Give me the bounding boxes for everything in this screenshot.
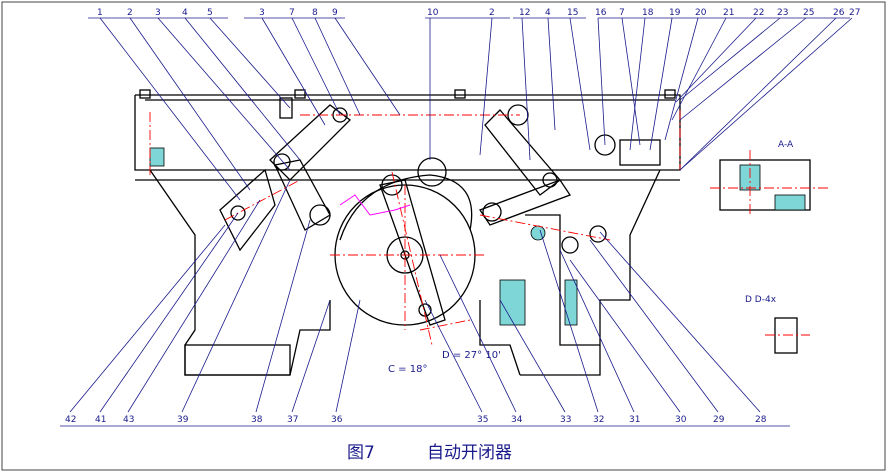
leader-top-16	[629, 17, 646, 151]
part-number-top-22: 25	[803, 8, 814, 18]
leader-top-1	[129, 17, 251, 191]
part-number-top-14: 16	[595, 8, 607, 18]
leader-top-17	[649, 17, 673, 151]
part-number-top-5: 3	[259, 8, 265, 18]
leader-top-20	[675, 17, 757, 103]
part-numbers-bottom: 42 41 43 39 38 37 36 35 34 33 32 31 30 29 28	[65, 415, 767, 425]
part-number-bottom-11: 31	[629, 415, 640, 425]
part-number-top-21: 23	[777, 8, 788, 18]
leader-top-22	[679, 17, 807, 121]
part-number-top-20: 22	[753, 8, 764, 18]
part-number-bottom-4: 38	[251, 415, 263, 425]
part-number-top-4: 5	[207, 8, 213, 18]
part-number-top-0: 1	[97, 8, 103, 18]
part-number-bottom-2: 43	[123, 415, 134, 425]
left-linkage	[219, 97, 351, 252]
leader-top-15	[621, 17, 641, 146]
part-number-top-12: 4	[545, 8, 551, 18]
part-number-bottom-5: 37	[287, 415, 298, 425]
center-arm	[379, 157, 447, 326]
part-number-top-11: 12	[519, 8, 530, 18]
part-number-top-6: 7	[289, 8, 295, 18]
leader-top-11	[521, 17, 531, 161]
leader-top-21	[679, 17, 781, 101]
leader-top-7	[314, 17, 361, 116]
angle-c-annotation: C = 18°	[388, 364, 427, 375]
part-number-top-8: 9	[332, 8, 338, 18]
housing-outline	[134, 89, 681, 376]
leader-bottom-12	[569, 259, 681, 413]
leader-top-14	[597, 17, 606, 146]
leader-bottom-9	[499, 299, 566, 413]
leader-top-4	[209, 17, 291, 109]
leader-bottom-0	[69, 224, 226, 413]
leader-bottom-6	[335, 299, 361, 413]
part-number-bottom-3: 39	[177, 415, 189, 425]
angle-d-annotation: D = 27° 10'	[442, 350, 501, 361]
leader-top-13	[569, 17, 591, 151]
part-number-bottom-10: 32	[593, 415, 604, 425]
leader-bottom-3	[181, 179, 291, 413]
leader-top-8	[334, 17, 401, 116]
leader-top-18	[664, 17, 699, 141]
leader-top-23	[679, 17, 837, 171]
leader-bottom-10	[539, 229, 599, 413]
leader-lines-top	[99, 17, 853, 201]
leader-bottom-13	[589, 239, 719, 413]
leader-top-0	[99, 17, 241, 201]
leader-top-10	[479, 17, 493, 156]
part-number-top-19: 21	[723, 8, 734, 18]
leader-top-19	[671, 17, 727, 121]
leader-top-3	[184, 17, 301, 161]
small-detail-label: D D-4x	[745, 295, 777, 305]
leader-bottom-1	[99, 212, 239, 413]
part-number-top-24: 27	[849, 8, 860, 18]
part-number-bottom-8: 34	[511, 415, 523, 425]
leader-bottom-5	[291, 299, 331, 413]
leader-bottom-7	[424, 299, 483, 413]
part-number-bottom-1: 41	[95, 415, 106, 425]
highlight-path	[339, 194, 411, 216]
part-number-top-18: 20	[695, 8, 707, 18]
part-number-top-9: 10	[427, 8, 439, 18]
part-number-bottom-7: 35	[477, 415, 488, 425]
figure-title: 自动开闭器	[427, 443, 512, 463]
part-number-top-1: 2	[127, 8, 133, 18]
leader-lines-bottom	[69, 179, 761, 413]
part-number-bottom-12: 30	[675, 415, 687, 425]
leader-bottom-8	[439, 254, 517, 413]
part-number-top-2: 3	[155, 8, 161, 18]
leader-top-2	[157, 17, 291, 171]
figure-number: 图7	[347, 443, 375, 463]
part-number-top-16: 18	[642, 8, 654, 18]
leader-top-24	[679, 17, 853, 171]
part-number-bottom-6: 36	[331, 415, 343, 425]
part-number-top-17: 19	[669, 8, 681, 18]
leader-top-12	[547, 17, 556, 131]
section-aa-label: A-A	[778, 140, 794, 150]
leader-bottom-4	[255, 219, 311, 413]
part-number-top-3: 4	[182, 8, 188, 18]
part-number-top-23: 26	[833, 8, 845, 18]
part-number-top-15: 7	[619, 8, 625, 18]
section-detail	[710, 150, 830, 354]
leader-bottom-11	[559, 249, 635, 413]
part-number-bottom-13: 29	[713, 415, 725, 425]
part-number-top-10: 2	[489, 8, 495, 18]
leader-bottom-2	[127, 199, 261, 413]
leader-top-5	[261, 17, 326, 126]
leader-bottom-14	[599, 231, 761, 413]
part-number-bottom-14: 28	[755, 415, 767, 425]
part-number-bottom-0: 42	[65, 415, 76, 425]
leader-top-6	[291, 17, 341, 116]
part-number-top-13: 15	[567, 8, 578, 18]
part-number-top-7: 8	[312, 8, 318, 18]
hatched-blocks	[149, 147, 600, 346]
part-number-bottom-9: 33	[560, 415, 571, 425]
